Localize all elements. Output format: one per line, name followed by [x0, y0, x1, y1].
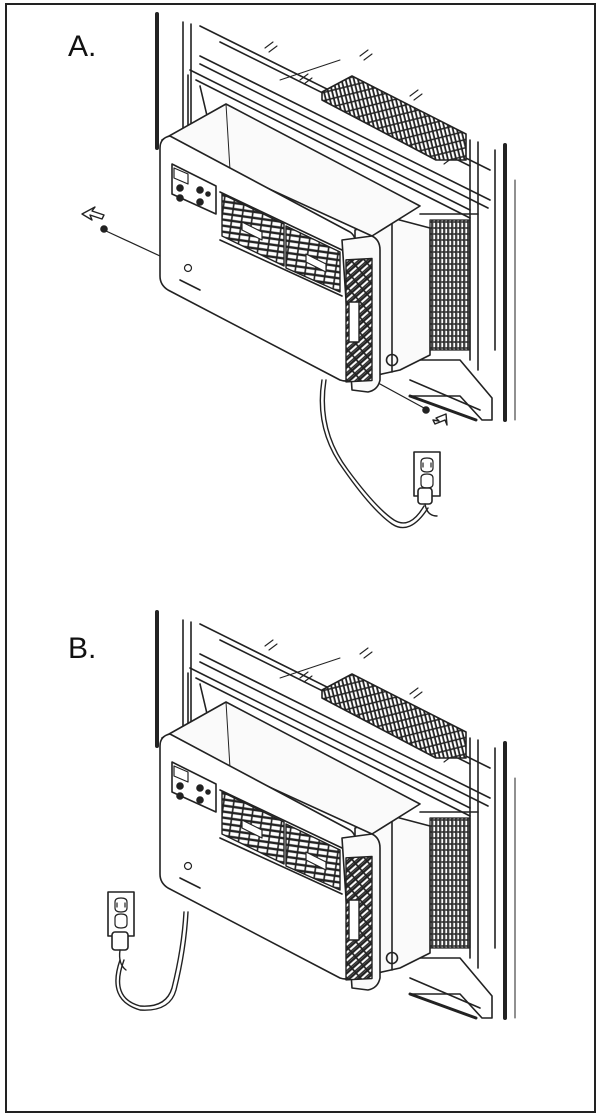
panel-a-label: A.: [68, 30, 97, 63]
power-cord-icon: [319, 379, 429, 529]
power-plug-icon: [417, 487, 438, 517]
arrow-icon: [432, 413, 448, 426]
power-cord-icon: [115, 911, 189, 1011]
screw-icon: [379, 383, 430, 414]
panel-a-scene: [155, 12, 517, 422]
panel-b-scene: [155, 610, 517, 1020]
power-outlet-icon: [107, 891, 135, 937]
power-plug-icon: [111, 931, 129, 971]
panel-b-label: B.: [68, 632, 97, 665]
screw-icon: [100, 225, 161, 257]
arrow-icon: [81, 206, 105, 221]
